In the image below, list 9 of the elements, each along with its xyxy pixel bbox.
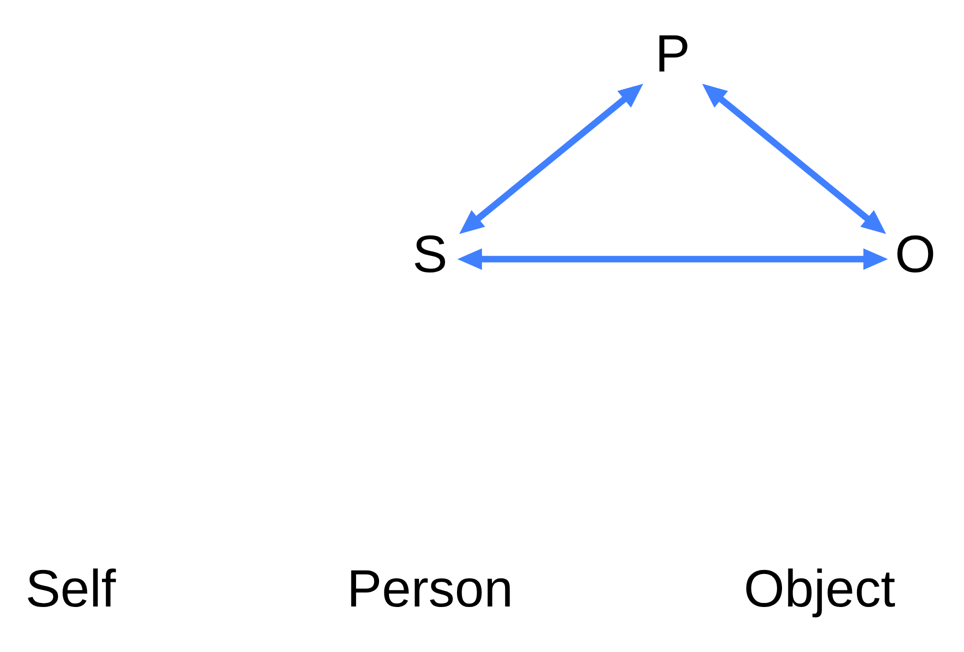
node-text: S — [412, 226, 448, 284]
label: Person — [346, 560, 513, 619]
label: Self — [24, 560, 116, 619]
arrow — [456, 248, 888, 270]
node-text: P — [654, 26, 690, 84]
arrow — [702, 84, 886, 234]
label: Object — [743, 560, 895, 619]
arrow — [458, 84, 643, 234]
node-text: O — [894, 226, 936, 284]
